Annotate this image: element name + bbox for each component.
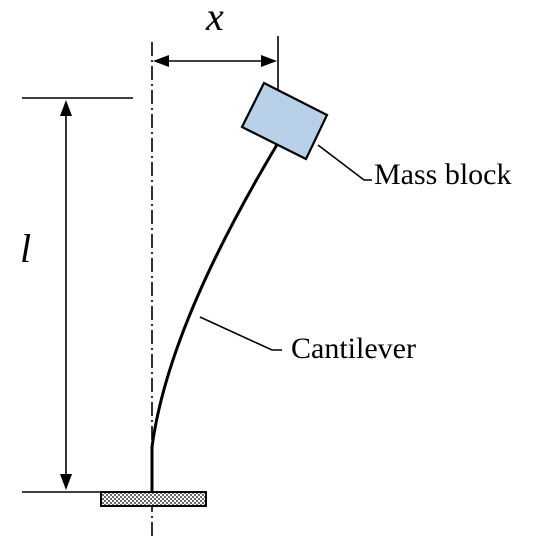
x-arrow-left [153, 55, 169, 67]
fixed-base [100, 491, 207, 507]
cantilever-beam [150, 142, 280, 492]
l-label: l [20, 226, 31, 271]
mass-block-leader [317, 144, 372, 181]
mass-block [240, 81, 329, 161]
x-arrow-right [261, 55, 277, 67]
mass-block-label: Mass block [374, 158, 512, 191]
length-arrow-top [60, 100, 72, 116]
cantilever-leader [199, 316, 282, 351]
length-arrow-bottom [60, 474, 72, 490]
x-label: x [205, 0, 224, 39]
cantilever-label: Cantilever [291, 332, 416, 365]
